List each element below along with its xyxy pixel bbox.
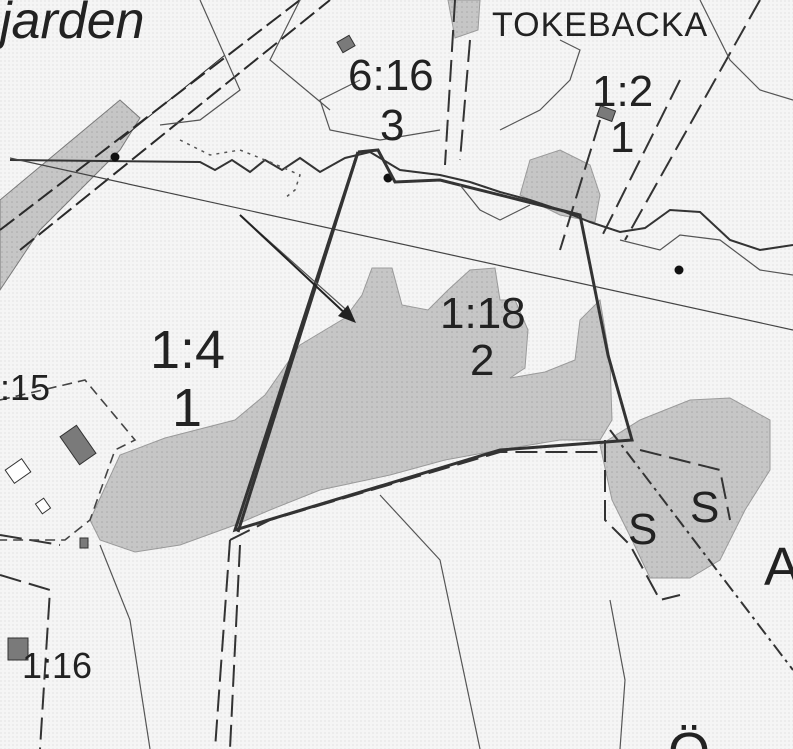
- parcel-1-2-designation: 1:2: [592, 67, 653, 116]
- parcel-1-4-number: 1: [172, 378, 202, 438]
- building-1: [336, 34, 356, 54]
- property-boundary: [232, 148, 634, 533]
- building-5: [34, 497, 52, 515]
- building-3: [59, 424, 97, 466]
- parcel-boundaries: [0, 0, 761, 749]
- parcel-1-18-designation: 1:18: [440, 289, 526, 338]
- parcel-1-15-outline: [0, 379, 137, 541]
- parcel-1-15-designation: :15: [0, 367, 50, 408]
- parcel-1-4-designation: 1:4: [150, 320, 225, 380]
- parcel-1-2-number: 1: [610, 113, 634, 162]
- boundary-diagonal: [236, 151, 360, 533]
- symbol-a-partial: A: [764, 537, 793, 597]
- minor-lines: [99, 0, 793, 749]
- field-strip-nw: [0, 99, 141, 291]
- power-pole-1: [110, 152, 120, 162]
- parcel-1-18-number: 2: [470, 336, 494, 385]
- wetland-area-east: [599, 397, 771, 579]
- dash-dot-line: [609, 429, 793, 671]
- building-6: [79, 537, 89, 549]
- building-7: [7, 637, 29, 661]
- building-2: [596, 104, 617, 123]
- parcel-6-16-designation: 6:16: [348, 51, 434, 100]
- pointer-arrow: [239, 214, 356, 323]
- road-north-west: [0, 0, 331, 251]
- symbol-s-1: S: [628, 505, 657, 554]
- cut-glyph-bottom: Ö: [668, 722, 710, 749]
- building-4: [4, 458, 32, 484]
- parcel-1-16-designation: 1:16: [22, 645, 92, 686]
- stream-dotted: [179, 139, 301, 199]
- road-name-label: TOKEBACKA: [492, 6, 708, 44]
- parcel-6-16-number: 3: [380, 101, 404, 150]
- place-title: jarden: [0, 0, 145, 50]
- stream-line: [9, 150, 793, 252]
- wetland-area-top: [447, 0, 481, 39]
- symbol-s-2: S: [690, 483, 719, 532]
- power-line: [9, 157, 793, 331]
- power-pole-3: [674, 265, 684, 275]
